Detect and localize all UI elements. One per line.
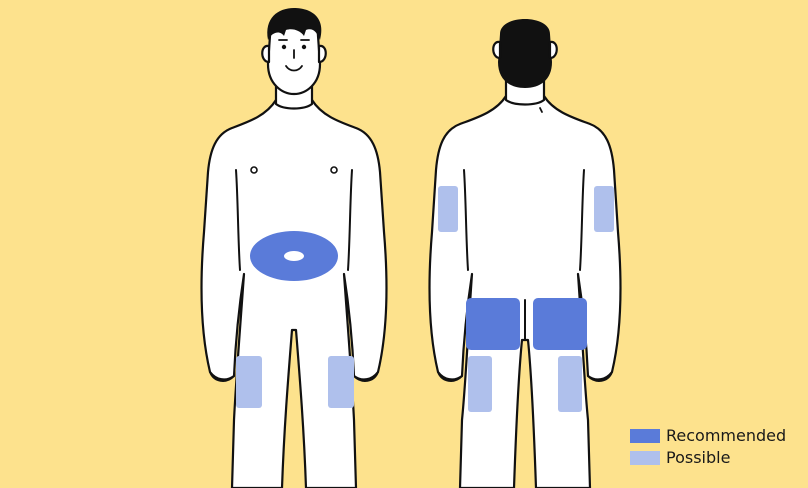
back-left-upper-arm-site <box>438 186 458 232</box>
front-left-ear <box>262 46 269 62</box>
front-left-thigh-site <box>236 356 262 408</box>
legend-item-possible: Possible <box>630 448 786 467</box>
front-right-eye <box>302 45 306 49</box>
front-left-eye <box>282 45 286 49</box>
legend: Recommended Possible <box>630 426 786 467</box>
front-right-ear <box>319 46 326 62</box>
back-left-thigh-site <box>468 356 492 412</box>
back-right-upper-arm-site <box>594 186 614 232</box>
possible-swatch <box>630 451 660 465</box>
possible-label: Possible <box>666 448 730 467</box>
front-right-thigh-site <box>328 356 354 408</box>
front-left-nipple <box>251 167 257 173</box>
back-left-buttock-site <box>466 298 520 350</box>
back-right-thigh-site <box>558 356 582 412</box>
back-right-ear <box>550 42 557 58</box>
recommended-swatch <box>630 429 660 443</box>
back-right-buttock-site <box>533 298 587 350</box>
recommended-label: Recommended <box>666 426 786 445</box>
back-left-ear <box>493 42 500 58</box>
front-right-nipple <box>331 167 337 173</box>
legend-item-recommended: Recommended <box>630 426 786 445</box>
back-head-hair <box>498 19 552 88</box>
